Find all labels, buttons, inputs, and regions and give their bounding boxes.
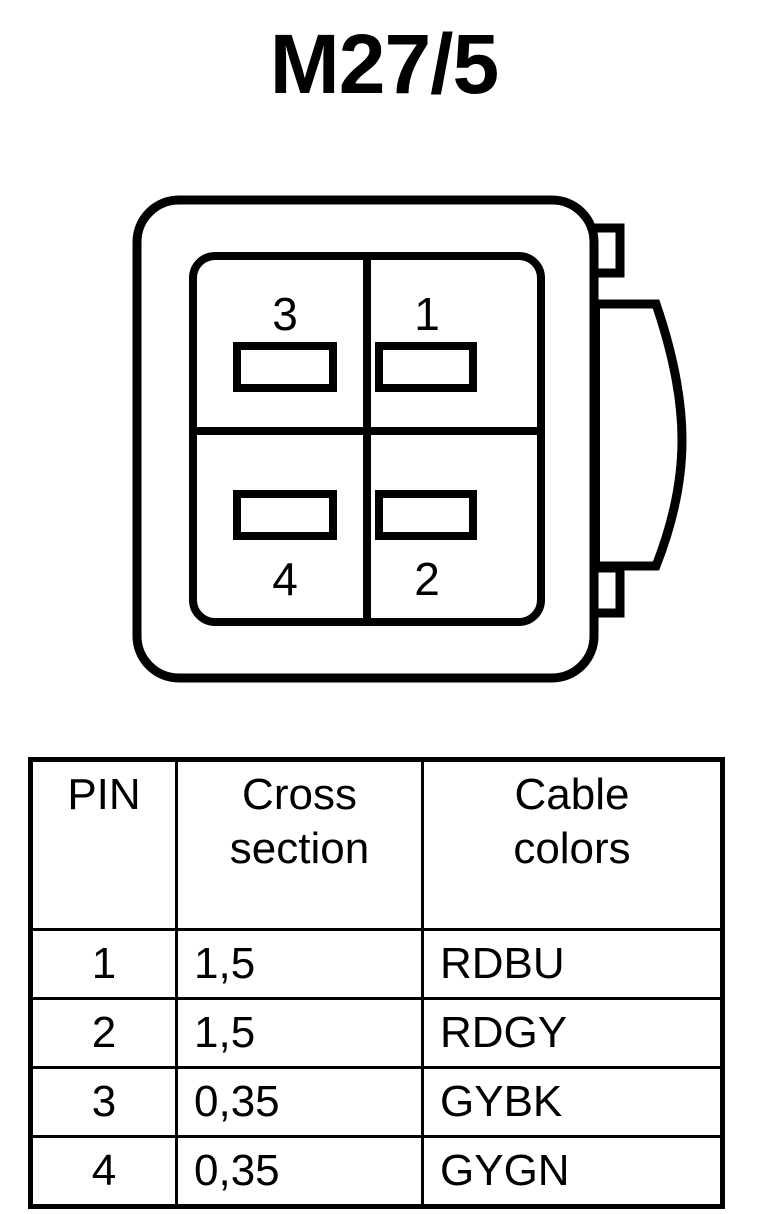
column-header-pin-line1: PIN bbox=[67, 770, 141, 819]
terminal-slot-1 bbox=[375, 342, 477, 392]
column-header-cross-section-line2: section bbox=[229, 824, 370, 873]
cell-cross-section: 0,35 bbox=[175, 1066, 424, 1138]
table-row: 2 1,5 RDGY bbox=[29, 997, 724, 1069]
pin-assignment-table: PIN Cross section Cable colors 1 1,5 RDB… bbox=[28, 757, 725, 1209]
terminal-slot-2 bbox=[375, 490, 477, 540]
table-body: 1 1,5 RDBU 2 1,5 RDGY 3 0,35 GYBK 4 0,35… bbox=[29, 928, 724, 1208]
column-header-cable-colors-line2: colors bbox=[513, 824, 631, 873]
table-row: 3 0,35 GYBK bbox=[29, 1066, 724, 1138]
column-header-pin: PIN bbox=[29, 758, 178, 931]
pin-label-1: 1 bbox=[414, 288, 440, 340]
column-header-cable-colors: Cable colors bbox=[421, 758, 724, 931]
pin-label-2: 2 bbox=[414, 553, 440, 605]
terminal-slot-3 bbox=[233, 342, 337, 392]
column-header-cross-section: Cross section bbox=[175, 758, 424, 931]
terminal-slot-4 bbox=[233, 490, 337, 540]
cell-cable-colors: GYGN bbox=[421, 1135, 724, 1208]
cell-cross-section: 1,5 bbox=[175, 997, 424, 1069]
cell-cable-colors: RDGY bbox=[421, 997, 724, 1069]
connector-diagram: 3 1 4 2 bbox=[120, 180, 690, 700]
cell-cross-section: 0,35 bbox=[175, 1135, 424, 1208]
pin-label-4: 4 bbox=[272, 553, 298, 605]
pin-label-3: 3 bbox=[272, 288, 298, 340]
table-header-row: PIN Cross section Cable colors bbox=[29, 758, 724, 931]
table-row: 4 0,35 GYGN bbox=[29, 1135, 724, 1208]
cell-cable-colors: RDBU bbox=[421, 928, 724, 1000]
table-row: 1 1,5 RDBU bbox=[29, 928, 724, 1000]
cell-pin: 3 bbox=[29, 1066, 178, 1138]
column-header-cross-section-line1: Cross bbox=[242, 770, 357, 819]
table-header: PIN Cross section Cable colors bbox=[29, 758, 724, 931]
cell-cross-section: 1,5 bbox=[175, 928, 424, 1000]
cell-pin: 2 bbox=[29, 997, 178, 1069]
page-title: M27/5 bbox=[269, 17, 499, 111]
column-header-cable-colors-line1: Cable bbox=[514, 770, 630, 819]
cell-pin: 1 bbox=[29, 928, 178, 1000]
cell-pin: 4 bbox=[29, 1135, 178, 1208]
latch-lever-icon bbox=[585, 299, 687, 571]
connector-svg: 3 1 4 2 bbox=[132, 195, 687, 683]
cell-cable-colors: GYBK bbox=[421, 1066, 724, 1138]
